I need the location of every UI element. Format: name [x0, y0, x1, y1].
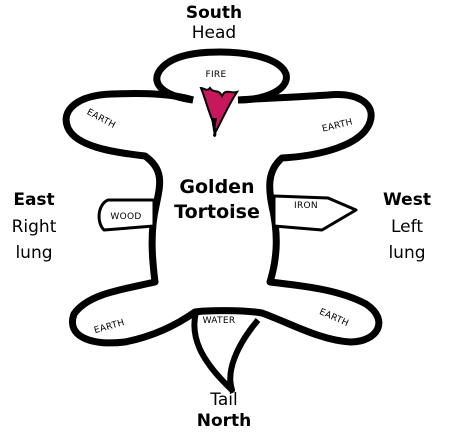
element-earth-top-left: EARTH — [85, 107, 117, 130]
element-earth-top-right: EARTH — [321, 117, 354, 134]
direction-west: West — [383, 190, 431, 210]
part-left: Left — [391, 217, 423, 237]
element-earth-bottom-right: EARTH — [318, 307, 351, 329]
fire-flame-icon — [199, 86, 240, 137]
element-wood: WOOD — [110, 212, 141, 222]
direction-east: East — [13, 190, 54, 210]
direction-south: South — [186, 3, 242, 23]
element-earth-bottom-left: EARTH — [93, 318, 126, 336]
element-water: WATER — [203, 316, 236, 326]
part-tail: Tail — [209, 390, 237, 410]
part-right: Right — [12, 217, 57, 237]
wood-lung-shape — [97, 198, 156, 232]
tortoise-head-outline — [153, 48, 290, 104]
element-fire: FIRE — [206, 70, 227, 80]
part-left-lung: lung — [388, 243, 425, 263]
direction-north: North — [197, 411, 252, 431]
tortoise-tail — [191, 311, 261, 393]
part-right-lung: lung — [15, 243, 52, 263]
part-head: Head — [192, 23, 236, 43]
tortoise-body-outline — [62, 90, 383, 347]
center-golden: Golden — [179, 176, 254, 198]
element-iron: IRON — [294, 201, 318, 211]
center-tortoise: Tortoise — [174, 201, 260, 223]
